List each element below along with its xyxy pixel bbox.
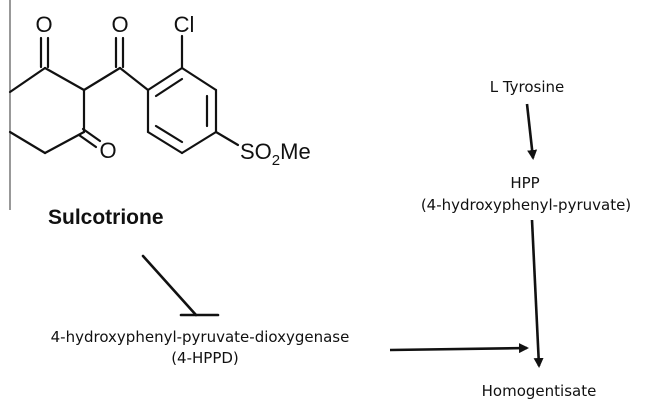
hpp-label: HPP [510,174,539,192]
homogentisate-label: Homogentisate [482,382,597,400]
hpp-full-name: (4-hydroxyphenyl-pyruvate) [421,196,631,214]
oxygen-label: O [35,12,52,37]
tyrosine-to-hpp-arrow [525,103,538,160]
hpp-to-homogentisate-arrow [530,219,544,368]
catalysis-arrow [389,343,529,354]
sulfonyl-label: SO2Me [240,139,311,169]
sulfonyl-suffix: Me [280,139,311,164]
oxygen-label: O [111,12,128,37]
inhibition-arrow [141,254,220,317]
enzyme-abbreviation: (4-HPPD) [171,349,239,367]
oxygen-label: O [99,138,116,163]
enzyme-label: 4-hydroxyphenyl-pyruvate-dioxygenase [51,328,350,346]
molecule-name: Sulcotrione [48,206,164,229]
sulfonyl-prefix: SO [240,139,272,164]
sulcotrione-structure [8,34,240,155]
sulfonyl-subscript: 2 [272,152,280,169]
chlorine-label: Cl [174,12,195,37]
tyrosine-label: L Tyrosine [490,78,565,96]
